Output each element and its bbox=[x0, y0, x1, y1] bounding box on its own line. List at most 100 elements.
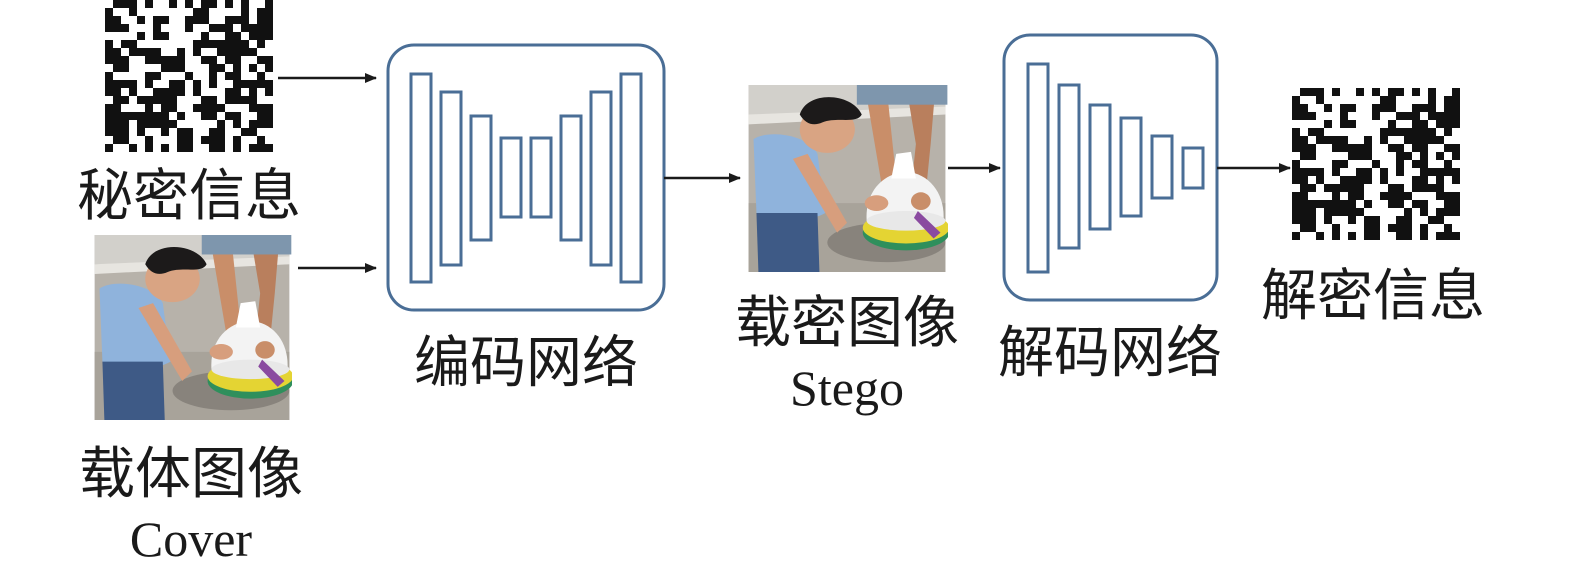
secret-qr-module bbox=[177, 80, 185, 88]
decoded-qr-module bbox=[1308, 208, 1316, 216]
decoded-qr-module bbox=[1348, 144, 1356, 152]
secret-qr-module bbox=[249, 24, 257, 32]
secret-qr-module bbox=[193, 104, 201, 112]
secret-qr-module bbox=[265, 8, 273, 16]
decoded-qr-module bbox=[1316, 168, 1324, 176]
decoded-qr-module bbox=[1396, 88, 1404, 96]
secret-qr-module bbox=[153, 56, 161, 64]
decoded-qr-module bbox=[1452, 200, 1460, 208]
secret-qr-module bbox=[257, 136, 265, 144]
decoded-qr-module bbox=[1356, 144, 1364, 152]
decoded-qr-module bbox=[1412, 144, 1420, 152]
secret-qr-module bbox=[185, 136, 193, 144]
secret-qr-module bbox=[185, 24, 193, 32]
secret-qr-module bbox=[233, 96, 241, 104]
secret-qr-module bbox=[249, 96, 257, 104]
decoded-qr-module bbox=[1420, 168, 1428, 176]
secret-qr-module bbox=[185, 128, 193, 136]
secret-qr-module bbox=[113, 48, 121, 56]
encoder-layers bbox=[409, 72, 643, 284]
decoded-qr-module bbox=[1436, 232, 1444, 240]
decoded-qr-module bbox=[1388, 120, 1396, 128]
secret-qr-module bbox=[177, 128, 185, 136]
secret-qr-module bbox=[113, 80, 121, 88]
secret-qr-module bbox=[225, 112, 233, 120]
stego-label-en: Stego bbox=[790, 360, 904, 416]
secret-qr-module bbox=[225, 48, 233, 56]
decoded-qr-module bbox=[1308, 184, 1316, 192]
decoded-qr-module bbox=[1356, 192, 1364, 200]
secret-qr-module bbox=[233, 144, 241, 152]
decoded-qr-module bbox=[1436, 192, 1444, 200]
secret-qr-module bbox=[153, 16, 161, 24]
decoder-layers bbox=[1026, 62, 1205, 274]
secret-qr-module bbox=[225, 72, 233, 80]
decoded-qr-module bbox=[1436, 184, 1444, 192]
decoded-qr-module bbox=[1356, 88, 1364, 96]
decoded-qr-module bbox=[1380, 136, 1388, 144]
secret-qr-module bbox=[241, 128, 249, 136]
decoded-qr-module bbox=[1404, 192, 1412, 200]
decoded-qr-module bbox=[1396, 152, 1404, 160]
secret-qr-module bbox=[265, 112, 273, 120]
secret-qr-module bbox=[209, 104, 217, 112]
decoded-qr-module bbox=[1364, 136, 1372, 144]
secret-qr-module bbox=[121, 128, 129, 136]
secret-qr-module bbox=[201, 16, 209, 24]
secret-qr-module bbox=[153, 88, 161, 96]
decoded-qr-module bbox=[1372, 216, 1380, 224]
decoded-qr-module bbox=[1324, 208, 1332, 216]
decoded-qr-module bbox=[1364, 224, 1372, 232]
secret-qr-module bbox=[153, 48, 161, 56]
secret-qr-module bbox=[105, 128, 113, 136]
decoded-qr-module bbox=[1380, 176, 1388, 184]
secret-qr-module bbox=[185, 72, 193, 80]
secret-qr-module bbox=[161, 96, 169, 104]
secret-qr-module bbox=[169, 0, 177, 8]
secret-qr-module bbox=[177, 136, 185, 144]
decoder-network bbox=[1002, 33, 1219, 302]
secret-qr-module bbox=[105, 104, 113, 112]
decoded-qr-module bbox=[1332, 144, 1340, 152]
decoded-qr-module bbox=[1300, 200, 1308, 208]
secret-qr-module bbox=[161, 88, 169, 96]
decoded-qr-module bbox=[1340, 136, 1348, 144]
decoded-qr-module bbox=[1436, 216, 1444, 224]
decoded-qr-module bbox=[1388, 128, 1396, 136]
secret-qr-module bbox=[145, 144, 153, 152]
decoded-qr-module bbox=[1292, 128, 1300, 136]
decoded-qr-module bbox=[1372, 112, 1380, 120]
secret-qr-module bbox=[129, 8, 137, 16]
secret-qr-module bbox=[201, 8, 209, 16]
decoded-qr-module bbox=[1292, 176, 1300, 184]
decoded-qr-module bbox=[1412, 120, 1420, 128]
secret-qr-module bbox=[193, 40, 201, 48]
decoded-qr-module bbox=[1308, 168, 1316, 176]
secret-qr-module bbox=[113, 64, 121, 72]
secret-qr-module bbox=[113, 120, 121, 128]
secret-qr-module bbox=[129, 40, 137, 48]
decoded-qr-module bbox=[1340, 120, 1348, 128]
secret-qr-module bbox=[161, 120, 169, 128]
decoder-layer-1 bbox=[1026, 62, 1050, 274]
secret-qr-module bbox=[177, 88, 185, 96]
secret-qr-module bbox=[233, 112, 241, 120]
secret-qr-module bbox=[105, 24, 113, 32]
secret-qr-module bbox=[121, 56, 129, 64]
decoded-qr-module bbox=[1348, 176, 1356, 184]
secret-qr-module bbox=[145, 136, 153, 144]
decoded-qr-module bbox=[1396, 160, 1404, 168]
decoded-qr-module bbox=[1332, 208, 1340, 216]
secret-qr-module bbox=[201, 56, 209, 64]
secret-qr-module bbox=[185, 144, 193, 152]
decoded-qr-module bbox=[1436, 208, 1444, 216]
decoded-qr-module bbox=[1300, 208, 1308, 216]
secret-qr-module bbox=[233, 40, 241, 48]
secret-qr-module bbox=[113, 88, 121, 96]
decoded-qr-module bbox=[1420, 136, 1428, 144]
decoded-qr-module bbox=[1380, 104, 1388, 112]
secret-qr-module bbox=[265, 120, 273, 128]
secret-qr-module bbox=[129, 80, 137, 88]
secret-qr-module bbox=[137, 96, 145, 104]
encoder-label: 编码网络 bbox=[414, 331, 638, 396]
